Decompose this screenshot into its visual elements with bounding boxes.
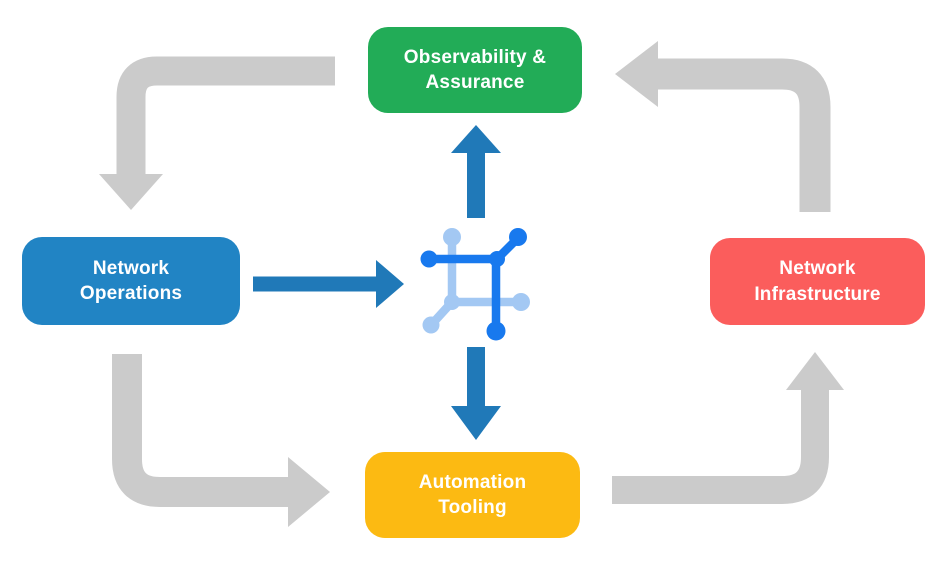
arrow-infrastructure-to-observability-icon xyxy=(615,41,831,212)
arrow-center-to-automation-icon xyxy=(451,347,501,440)
node-automation-tooling: Automation Tooling xyxy=(365,452,580,538)
node-automation-label: Automation Tooling xyxy=(418,471,527,518)
arrow-observability-to-operations-icon xyxy=(99,56,335,210)
node-observability-label: Observability & Assurance xyxy=(403,46,547,93)
node-operations-label: Network Operations xyxy=(79,257,183,304)
arrow-operations-to-center-icon xyxy=(253,260,404,308)
arrow-automation-to-infrastructure-icon xyxy=(612,352,844,504)
node-observability-assurance: Observability & Assurance xyxy=(368,27,582,113)
arrow-center-to-observability-icon xyxy=(451,125,501,218)
node-network-infrastructure: Network Infrastructure xyxy=(710,238,925,325)
node-infrastructure-label: Network Infrastructure xyxy=(754,258,881,305)
arrow-operations-to-automation-icon xyxy=(112,354,330,527)
network-mesh-icon xyxy=(420,228,530,341)
node-network-operations: Network Operations xyxy=(22,237,240,325)
